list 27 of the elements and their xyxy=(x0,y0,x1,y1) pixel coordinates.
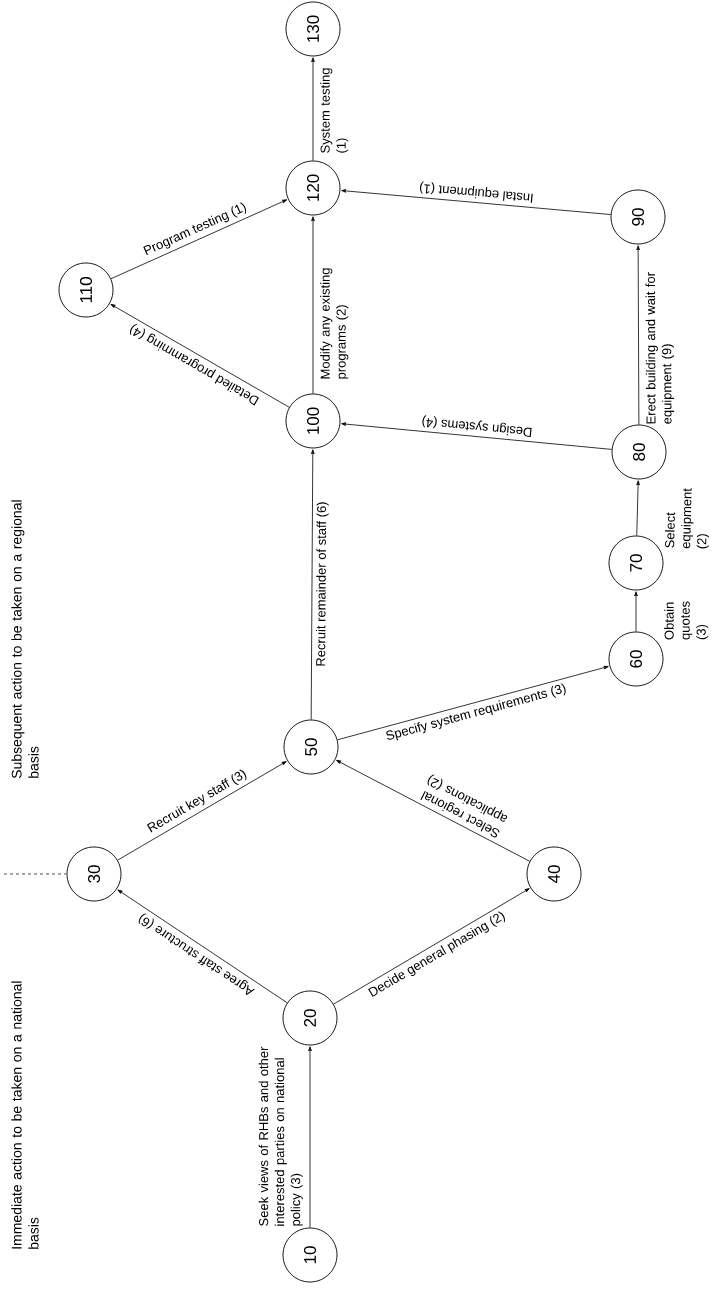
arrow xyxy=(308,1046,312,1228)
arrow xyxy=(310,449,315,720)
edge-label: Seek views of RHBs and other interested parties on national policy (3) xyxy=(258,1046,303,1226)
arrow xyxy=(636,245,640,425)
phase-note: Immediate action to be taken on a national basis xyxy=(11,981,39,1249)
edge-label: Modify any existing programs (2) xyxy=(320,268,349,379)
edge-label: Erect building and wait for equipment (9) xyxy=(645,272,675,424)
arrow xyxy=(117,889,288,1004)
edge-label: System testing (1) xyxy=(320,68,349,153)
arrow xyxy=(117,761,287,861)
arrow xyxy=(336,759,531,862)
arrow xyxy=(311,216,315,394)
phase-note: Subsequent action to be taken on a regional basis xyxy=(11,500,39,779)
arrow xyxy=(110,303,290,408)
arrow xyxy=(634,591,638,632)
edge-label: Design systems (4) xyxy=(422,415,532,437)
arrow xyxy=(636,480,640,536)
edge-label: Select equipment (2) xyxy=(665,488,710,549)
arrow xyxy=(341,422,613,450)
arrow xyxy=(337,665,609,741)
edge-label: Recruit remainder of staff (6) xyxy=(315,502,329,666)
arrow xyxy=(110,199,288,280)
edge-label: Obtain quotes (3) xyxy=(664,601,709,640)
arrow xyxy=(341,189,612,215)
arrow xyxy=(311,57,315,161)
arrow xyxy=(333,888,530,1005)
edge-label: Instal equipment (1) xyxy=(420,181,533,203)
